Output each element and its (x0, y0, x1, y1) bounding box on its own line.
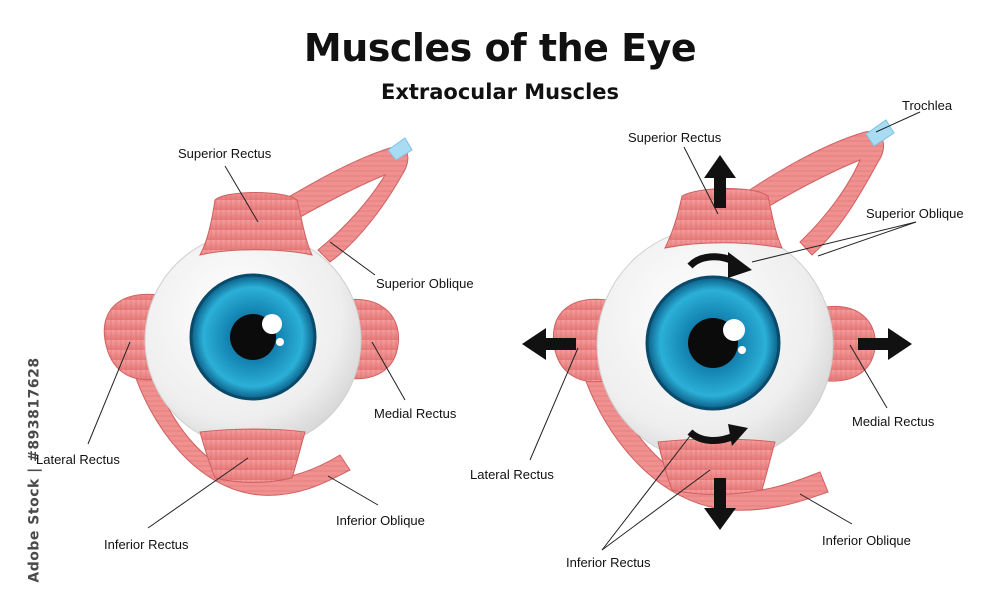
label-inferior-rectus: Inferior Rectus (566, 555, 651, 570)
label-lateral-rectus: Lateral Rectus (470, 467, 554, 482)
superior-rectus-muscle (199, 192, 313, 256)
right-eye-diagram: Trochlea Superior Rectus Superior Obliqu… (470, 98, 964, 570)
leader-line (87, 341, 131, 445)
page-subtitle: Extraocular Muscles (380, 80, 620, 104)
left-arrow (522, 328, 576, 360)
up-arrow (704, 155, 736, 208)
label-lateral-rectus: Lateral Rectus (36, 452, 120, 467)
left-reflection-small (276, 338, 284, 346)
leader-line (849, 344, 888, 409)
right-reflection-large (723, 319, 745, 341)
leader-line (601, 435, 691, 551)
label-superior-oblique: Superior Oblique (866, 206, 964, 221)
right-reflection-small (738, 346, 746, 354)
leader-line (371, 341, 406, 401)
page-title: Muscles of the Eye (303, 26, 697, 70)
leader-line (817, 221, 917, 257)
label-trochlea: Trochlea (902, 98, 953, 113)
label-superior-rectus: Superior Rectus (178, 146, 272, 161)
leader-line (751, 221, 917, 263)
left-eye-diagram: Superior Rectus Superior Oblique Medial … (36, 137, 474, 552)
leader-line (799, 493, 853, 525)
leader-line (147, 457, 249, 529)
superior-oblique-muscle (257, 146, 409, 263)
label-inferior-oblique: Inferior Oblique (336, 513, 425, 528)
label-superior-rectus: Superior Rectus (628, 130, 722, 145)
leader-line (683, 146, 719, 215)
superior-rectus-muscle (664, 188, 783, 249)
leader-line (601, 469, 711, 551)
leader-line (875, 111, 921, 133)
leader-line (529, 347, 579, 461)
down-arrow (704, 478, 736, 530)
leader-line (329, 241, 376, 276)
label-medial-rectus: Medial Rectus (374, 406, 457, 421)
rotate-arrowhead (728, 252, 752, 278)
inferior-rectus-muscle (199, 428, 306, 483)
label-inferior-oblique: Inferior Oblique (822, 533, 911, 548)
label-inferior-rectus: Inferior Rectus (104, 537, 189, 552)
rotate-arrowhead (728, 424, 748, 446)
rotate-clockwise-bottom-arrow (687, 429, 736, 444)
leader-line (327, 475, 379, 506)
right-arrow (858, 328, 912, 360)
label-medial-rectus: Medial Rectus (852, 414, 935, 429)
left-reflection-large (262, 314, 282, 334)
label-superior-oblique: Superior Oblique (376, 276, 474, 291)
superior-oblique-muscle (714, 131, 885, 256)
trochlea-tendon (387, 137, 413, 161)
leader-line (224, 165, 259, 223)
